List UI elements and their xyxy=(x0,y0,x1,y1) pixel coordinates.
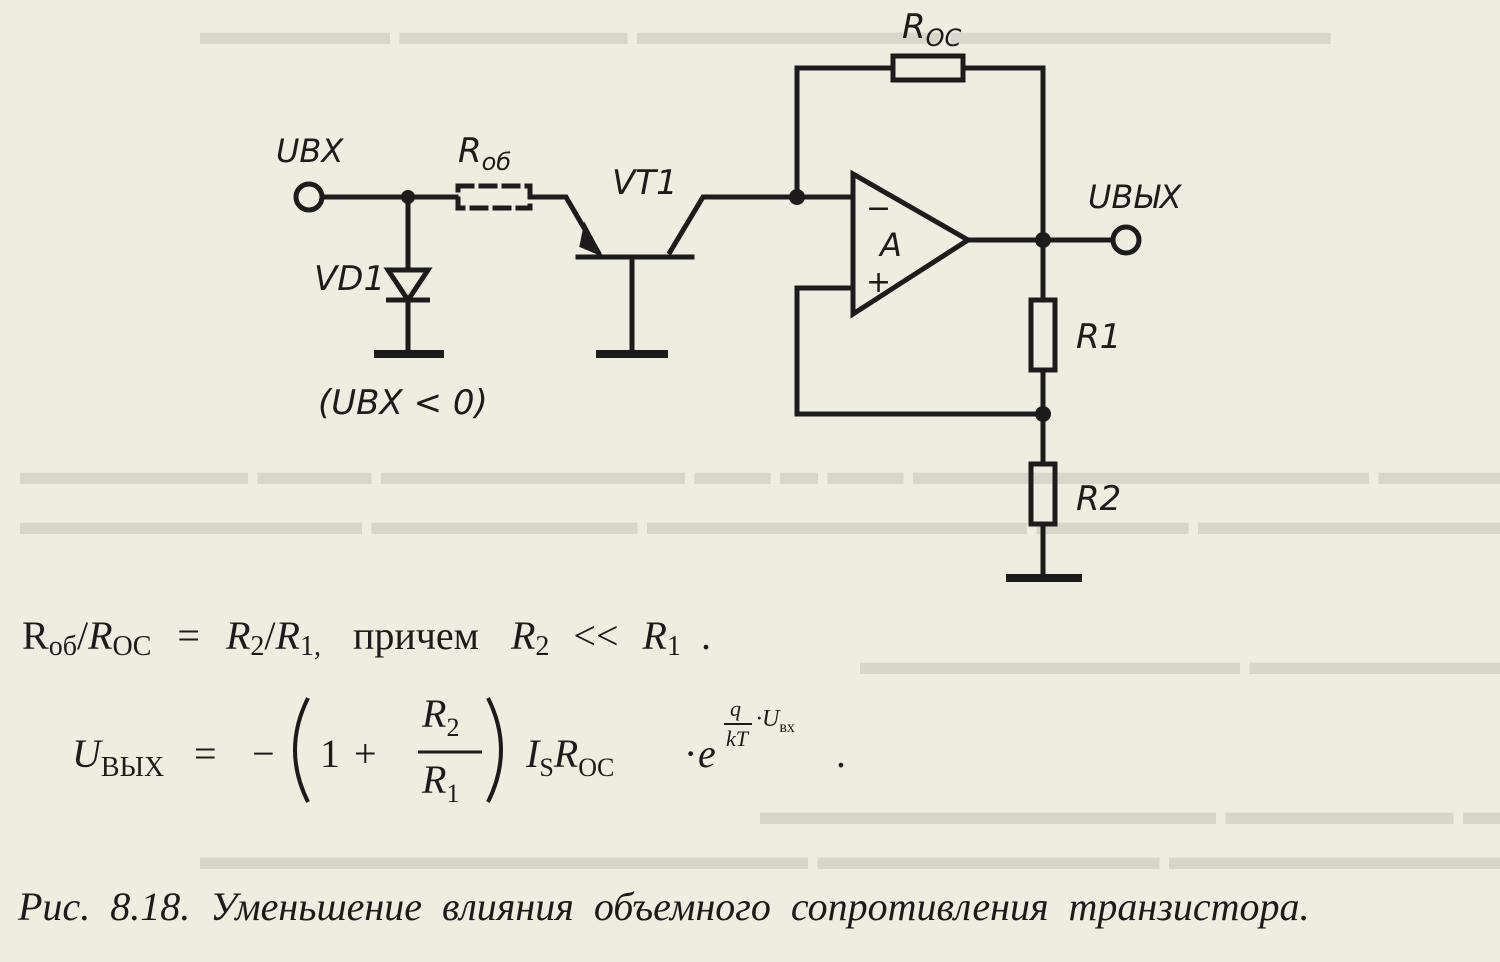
r1-label: R1 xyxy=(1076,317,1121,357)
roc-feedback-wire xyxy=(794,65,1046,243)
junction-dot xyxy=(1035,406,1051,422)
bleed-through-text: ▬▬▬▬▬▬▬▬▬▬▬▬ ▬▬▬▬▬▬ ▬▬▬▬▬▬▬▬▬▬ xyxy=(760,791,1500,833)
bleed-through-text: ▬▬▬▬▬▬▬▬▬▬▬▬▬▬▬▬ ▬▬▬▬▬▬▬▬▬ ▬▬▬▬▬▬▬▬▬▬▬▬▬… xyxy=(200,836,1500,878)
roc-resistor xyxy=(890,53,966,83)
emitter-arrow xyxy=(579,221,604,258)
rob-resistor xyxy=(455,183,533,211)
opamp-label: A xyxy=(878,226,902,264)
diode-vd1 xyxy=(383,267,433,305)
u-in-label: UBX xyxy=(276,132,344,170)
r2-resistor xyxy=(1028,461,1058,527)
output-terminal xyxy=(1110,224,1142,256)
parentheses xyxy=(293,697,503,803)
junction-dot xyxy=(401,190,415,204)
vt1-collector-wire xyxy=(666,194,855,256)
opamp-triangle xyxy=(850,169,973,319)
input-terminal xyxy=(293,181,325,213)
junction-dot xyxy=(789,189,805,205)
junction-dot xyxy=(1035,232,1051,248)
bleed-through-text: ▬▬▬▬▬▬▬▬▬▬ ▬▬▬▬▬▬▬▬ ▬▬▬▬▬▬▬▬▬ xyxy=(860,641,1500,683)
figure-caption: Рис. 8.18. Уменьшение влияния объемного … xyxy=(18,884,1310,929)
noninverting-wire xyxy=(794,285,1046,417)
opamp-plus-label: + xyxy=(866,265,891,300)
formula-ratio: Rоб/ROC = R2/R1, причем R2 << R1 . xyxy=(22,613,711,662)
r2-label: R2 xyxy=(1076,479,1121,519)
r1-resistor xyxy=(1028,297,1058,373)
circuit-diagram: ROC UBX Rоб VT1 VD1 (UBX < 0) A − + UBЫX… xyxy=(276,7,1183,582)
roc-label: ROC xyxy=(902,7,962,52)
u-in-condition-label: (UBX < 0) xyxy=(318,383,488,423)
opamp-minus-label: − xyxy=(866,191,891,226)
vd1-label: VD1 xyxy=(314,259,385,299)
vt1-label: VT1 xyxy=(612,163,678,203)
u-out-label: UBЫX xyxy=(1088,178,1183,216)
exponent-fraction-bar xyxy=(724,723,752,725)
rob-label: Rоб xyxy=(458,131,511,176)
